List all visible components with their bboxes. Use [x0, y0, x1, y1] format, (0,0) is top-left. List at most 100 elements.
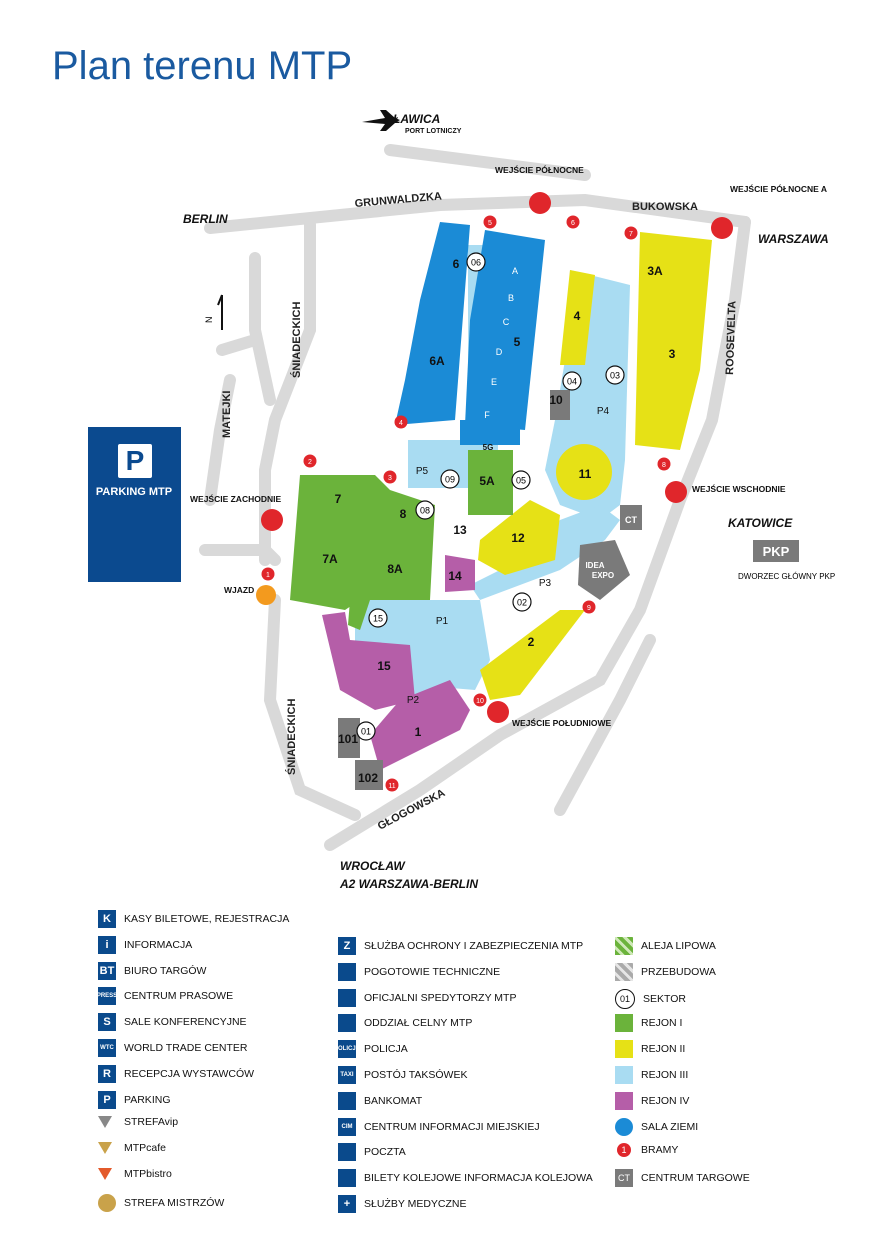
sector-08[interactable] [415, 500, 435, 520]
svg-text:WROCŁAW: WROCŁAW [340, 859, 406, 873]
sector-02[interactable] [512, 592, 532, 612]
gate-5[interactable] [483, 215, 497, 229]
sector-15[interactable] [368, 608, 388, 628]
svg-text:C: C [503, 317, 510, 327]
gate-8[interactable] [657, 457, 671, 471]
legend-item: S SALE KONFERENCYJNE [98, 1013, 247, 1032]
rejon-i [290, 450, 513, 630]
svg-text:P4: P4 [597, 406, 610, 417]
site-map[interactable]: P PARKING MTP PKP DWORZEC GŁÓWNY PKP GRU… [0, 0, 888, 890]
pkp-badge [753, 540, 799, 562]
sector-04[interactable] [562, 371, 582, 391]
svg-text:PARKING MTP: PARKING MTP [96, 486, 172, 498]
legend-label: REJON II [641, 1043, 686, 1056]
svg-text:WJAZD: WJAZD [224, 585, 254, 595]
gate-10[interactable] [473, 693, 487, 707]
entrance-north-icon [529, 192, 551, 214]
svg-text:5: 5 [514, 335, 521, 349]
svg-text:P1: P1 [436, 616, 449, 627]
legend-icon [338, 988, 356, 1007]
sector-label: 02 [517, 598, 527, 608]
gate-4[interactable] [394, 415, 408, 429]
legend-label: MTPcafe [124, 1142, 167, 1155]
legend-icon: CIM [338, 1117, 356, 1136]
legend-label: REJON III [641, 1069, 689, 1081]
gate-1[interactable] [261, 567, 275, 581]
svg-text:P: P [126, 445, 145, 476]
page-title: Plan terenu MTP [52, 44, 353, 88]
svg-text:ŚNIADECKICH: ŚNIADECKICH [290, 302, 303, 378]
legend-icon: R [98, 1064, 116, 1083]
sector-01[interactable] [356, 721, 376, 741]
svg-text:11: 11 [579, 467, 592, 481]
legend-icon: S [98, 1013, 116, 1032]
svg-text:3: 3 [669, 347, 676, 361]
stripe-grey-icon [615, 962, 633, 981]
stripe-green-icon [615, 937, 633, 955]
svg-text:N: N [204, 317, 214, 324]
svg-text:10: 10 [549, 393, 563, 407]
svg-text:6A: 6A [429, 354, 445, 368]
svg-text:5G: 5G [483, 443, 494, 452]
legend-item: POCZTA [338, 1143, 406, 1162]
legend-item: REJON II [615, 1040, 686, 1059]
zone-icon [98, 1116, 112, 1129]
svg-text:F: F [484, 410, 490, 420]
legend-icon [338, 1169, 356, 1188]
sector-label: 09 [445, 475, 455, 485]
gate-label: 8 [662, 462, 666, 469]
gate-9[interactable] [582, 600, 596, 614]
sector-label: 01 [361, 727, 371, 737]
legend-label: KASY BILETOWE, REJESTRACJA [124, 913, 290, 925]
gate-7[interactable] [624, 226, 638, 240]
legend-label: SALE KONFERENCYJNE [124, 1016, 247, 1029]
legend-label: SŁUŻBA OCHRONY I ZABEZPIECZENIA MTP [364, 940, 584, 952]
gate-icon: 1 [617, 1143, 631, 1158]
legend-label: REJON IV [641, 1094, 690, 1107]
sector-label: 03 [610, 371, 620, 381]
legend-label: REJON I [641, 1017, 683, 1030]
sector-label: 15 [373, 614, 383, 624]
sector-label: 05 [516, 476, 526, 486]
legend-label: ODDZIAŁ CELNY MTP [364, 1017, 473, 1030]
svg-text:1: 1 [415, 725, 422, 739]
gate-11[interactable] [385, 778, 399, 792]
legend-label: CENTRUM INFORMACJI MIEJSKIEJ [364, 1120, 540, 1133]
sector-09[interactable] [440, 469, 460, 489]
sector-06[interactable] [466, 252, 486, 272]
legend-label: SEKTOR [643, 992, 686, 1005]
legend-label: SALA ZIEMI [641, 1120, 699, 1133]
legend-item: POGOTOWIE TECHNICZNE [338, 962, 500, 981]
svg-text:8: 8 [400, 507, 407, 521]
sector-05[interactable] [511, 470, 531, 490]
gate-6[interactable] [566, 215, 580, 229]
globe-icon [615, 1117, 633, 1136]
gate-label: 5 [488, 220, 492, 227]
sector-03[interactable] [605, 365, 625, 385]
legend-label: OFICJALNI SPEDYTORZY MTP [364, 991, 517, 1004]
legend-label: BANKOMAT [364, 1094, 423, 1107]
wjazd-icon [256, 585, 276, 605]
legend-label: POLICJA [364, 1043, 408, 1056]
sector-label: 06 [471, 258, 481, 268]
svg-text:ŁAWICA: ŁAWICA [392, 112, 440, 126]
svg-text:BERLIN: BERLIN [183, 212, 228, 226]
entrance-south-icon [487, 701, 509, 723]
svg-text:4: 4 [574, 309, 581, 323]
gate-3[interactable] [383, 470, 397, 484]
legend-label: SŁUŻBY MEDYCZNE [364, 1198, 467, 1210]
legend-label: MTPbistro [124, 1168, 172, 1180]
legend-label: WORLD TRADE CENTER [124, 1042, 248, 1054]
gate-2[interactable] [303, 454, 317, 468]
sector-label: 08 [420, 506, 430, 516]
legend-label: CENTRUM PRASOWE [124, 990, 234, 1003]
legend-item: MTPcafe [98, 1142, 167, 1155]
north-arrow-icon [217, 294, 223, 330]
